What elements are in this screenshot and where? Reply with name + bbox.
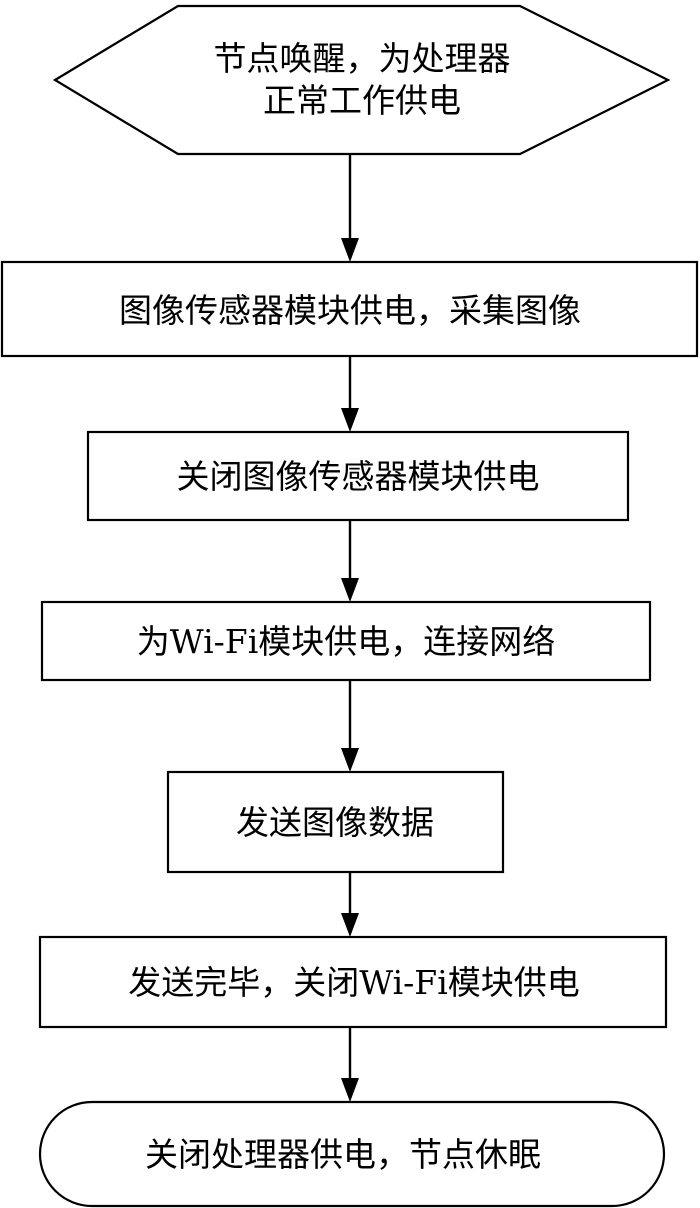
step-2-node: 关闭图像传感器模块供电 (86, 430, 630, 522)
step-3-node: 为Wi-Fi模块供电，连接网络 (40, 600, 652, 682)
arrow-2 (341, 356, 359, 432)
arrow-1 (341, 154, 359, 262)
step-5-box (38, 935, 668, 1029)
step-4-label: 发送图像数据 (236, 803, 434, 842)
start-node-line1: 节点唤醒，为处理器 (214, 39, 511, 78)
arrow-5 (341, 872, 359, 937)
arrow-6 (341, 1027, 359, 1102)
arrow-4 (341, 680, 359, 772)
step-4-node: 发送图像数据 (166, 770, 505, 874)
arrow-3 (341, 520, 359, 602)
start-hexagon-shape (52, 4, 671, 156)
step-5-label: 发送完毕，关闭Wi-Fi模块供电 (128, 963, 580, 1002)
step-3-label: 为Wi-Fi模块供电，连接网络 (137, 622, 556, 661)
step-1-node: 图像传感器模块供电，采集图像 (0, 260, 699, 358)
step-2-box (86, 430, 630, 522)
end-node: 关闭处理器供电，节点休眠 (38, 1100, 666, 1208)
end-node-label: 关闭处理器供电，节点休眠 (145, 1135, 541, 1174)
start-node-line2: 正常工作供电 (263, 81, 461, 120)
step-5-node: 发送完毕，关闭Wi-Fi模块供电 (38, 935, 668, 1029)
step-1-label: 图像传感器模块供电，采集图像 (119, 291, 581, 330)
step-4-box (166, 770, 505, 874)
step-3-box (40, 600, 652, 682)
end-terminator-shape (38, 1100, 666, 1208)
start-node: 节点唤醒，为处理器 正常工作供电 (52, 4, 671, 156)
step-2-label: 关闭图像传感器模块供电 (177, 457, 540, 496)
